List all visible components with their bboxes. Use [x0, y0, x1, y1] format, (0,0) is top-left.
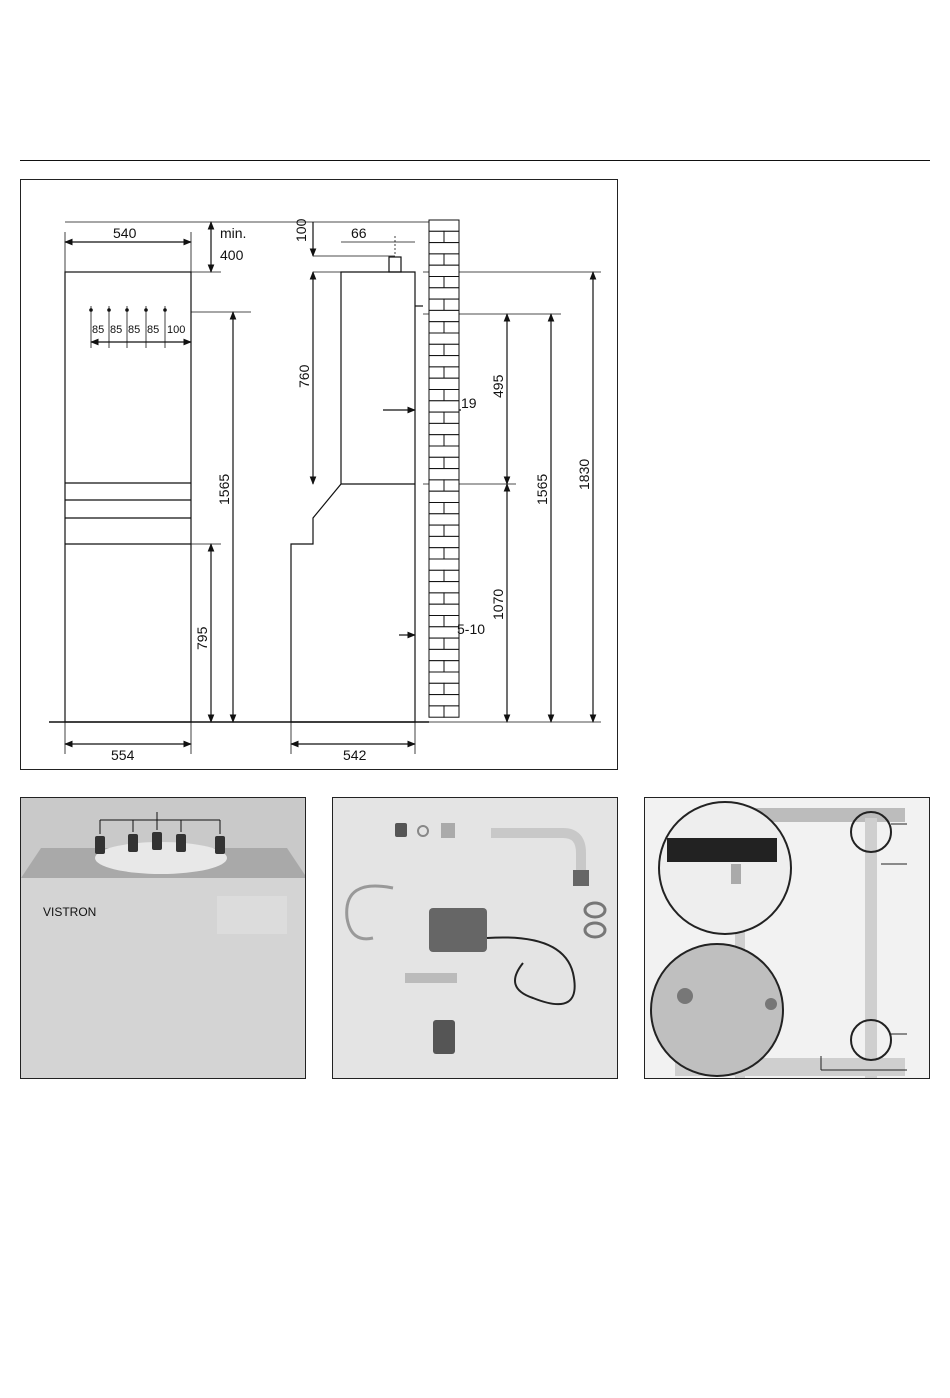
brick — [429, 243, 459, 254]
brick — [444, 570, 459, 581]
dim-spacing-4: 85 — [147, 324, 159, 336]
brick — [429, 695, 459, 706]
brick — [429, 627, 459, 638]
brick — [444, 683, 459, 694]
dim-542: 542 — [343, 747, 367, 763]
brick — [444, 299, 459, 310]
dim-1830: 1830 — [576, 459, 592, 490]
brick — [444, 706, 459, 717]
brick — [429, 423, 459, 434]
brick-wall — [429, 220, 459, 717]
brick — [429, 570, 444, 581]
brick — [444, 548, 459, 559]
dim-495: 495 — [490, 374, 506, 398]
brick — [429, 582, 459, 593]
dim-spacing-3: 85 — [128, 324, 140, 336]
brick — [444, 231, 459, 242]
dim-1070: 1070 — [490, 589, 506, 620]
brick — [429, 661, 444, 672]
brick — [429, 672, 459, 683]
brick — [429, 446, 459, 457]
brick — [429, 649, 459, 660]
side-cabinet-outline — [291, 272, 415, 722]
brick — [444, 435, 459, 446]
dim-min-label: min. — [220, 225, 246, 241]
brick — [429, 378, 459, 389]
photo-mounting-frame — [644, 797, 930, 1079]
brick — [444, 412, 459, 423]
dim-spacing-2: 85 — [110, 324, 122, 336]
brick — [429, 536, 459, 547]
brick — [429, 491, 459, 502]
brick — [429, 401, 459, 412]
brick — [429, 265, 459, 276]
brick — [429, 344, 444, 355]
dim-1565-front: 1565 — [216, 474, 232, 505]
dim-min-value: 400 — [220, 247, 244, 263]
brick — [429, 638, 444, 649]
brick — [429, 616, 444, 627]
dim-795: 795 — [194, 626, 210, 650]
dim-spacing-5: 100 — [167, 324, 185, 336]
brick — [429, 310, 459, 321]
brick — [429, 559, 459, 570]
brick — [429, 288, 459, 299]
brick — [429, 548, 444, 559]
dim-540: 540 — [113, 225, 137, 241]
dim-66: 66 — [351, 225, 367, 241]
brick — [429, 333, 459, 344]
brick — [429, 435, 444, 446]
brick — [429, 706, 444, 717]
brick — [429, 299, 444, 310]
brick — [429, 683, 444, 694]
brick — [429, 412, 444, 423]
brick — [444, 457, 459, 468]
brick — [444, 593, 459, 604]
brick — [429, 277, 444, 288]
brick — [429, 503, 444, 514]
brick — [429, 469, 459, 480]
brick — [444, 480, 459, 491]
brick — [429, 367, 444, 378]
brick — [429, 604, 459, 615]
brick — [429, 390, 444, 401]
dim-554: 554 — [111, 747, 135, 763]
dim-5-10: 5-10 — [457, 621, 485, 637]
brick — [444, 525, 459, 536]
brick — [429, 457, 444, 468]
brick — [444, 661, 459, 672]
brick — [429, 220, 459, 231]
dim-760: 760 — [296, 364, 312, 388]
front-cabinet-outline — [65, 272, 191, 722]
brick — [444, 322, 459, 333]
dimension-drawing: 540 min. 400 66 19 5-10 554 542 85 85 85… — [20, 179, 618, 770]
brick — [444, 254, 459, 265]
dim-spacing-1: 85 — [92, 324, 104, 336]
brick — [444, 277, 459, 288]
brick — [444, 390, 459, 401]
dim-100: 100 — [293, 218, 309, 242]
brick — [429, 254, 444, 265]
brick — [444, 503, 459, 514]
brick — [444, 638, 459, 649]
dim-1565-side: 1565 — [534, 474, 550, 505]
header-rule — [20, 160, 930, 161]
vistron-brand: VISTRON — [43, 905, 96, 919]
brick — [444, 367, 459, 378]
brick — [429, 322, 444, 333]
photo-parts-kit — [332, 797, 618, 1079]
photo-cylinder-top: VISTRON — [20, 797, 306, 1079]
dim-19: 19 — [461, 395, 477, 411]
brick — [429, 480, 444, 491]
brick — [444, 344, 459, 355]
brick — [429, 525, 444, 536]
brick — [429, 231, 444, 242]
brick — [429, 356, 459, 367]
brick — [429, 514, 459, 525]
brick — [429, 593, 444, 604]
